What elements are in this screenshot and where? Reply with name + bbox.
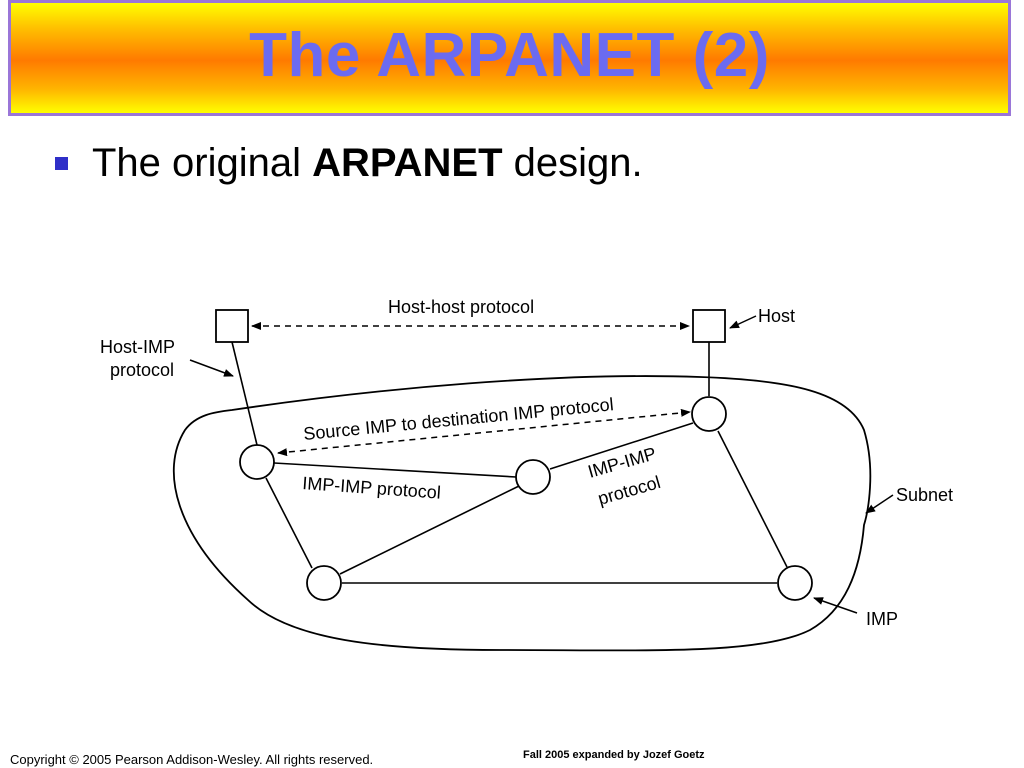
label-subnet: Subnet xyxy=(896,485,953,505)
title-banner: The ARPANET (2) xyxy=(8,0,1011,116)
label-imp: IMP xyxy=(866,609,898,629)
host-right xyxy=(692,309,726,343)
subnet-pointer-arrow xyxy=(865,494,894,514)
imp-bottom-left xyxy=(306,565,342,601)
host-left xyxy=(215,309,249,343)
subnet-boundary xyxy=(172,375,872,652)
bullet-text-suffix: design. xyxy=(502,140,643,185)
link-imp-left-to-center xyxy=(273,462,517,478)
imp-top-right xyxy=(691,396,727,432)
credit-footer: Fall 2005 expanded by Jozef Goetz xyxy=(523,749,705,761)
imp-center xyxy=(515,459,551,495)
host-pointer-arrow xyxy=(729,315,757,329)
link-imp-topright-to-bottomright xyxy=(717,430,788,568)
label-source-dest-imp-protocol: Source IMP to destination IMP protocol xyxy=(302,394,614,444)
slide-title: The ARPANET (2) xyxy=(249,21,770,90)
imp-bottom-right xyxy=(777,565,813,601)
bullet-text-prefix: The original xyxy=(92,140,313,185)
bullet-square-icon xyxy=(55,156,68,170)
link-imp-left-to-bottomleft xyxy=(265,477,313,569)
bullet-item: The original ARPANET design. xyxy=(55,133,643,193)
link-imp-center-to-bottomleft xyxy=(339,485,520,575)
imp-left xyxy=(239,444,275,480)
imp-pointer-arrow xyxy=(813,597,858,614)
copyright-footer: Copyright © 2005 Pearson Addison-Wesley.… xyxy=(10,752,374,767)
host-imp-protocol-pointer-arrow xyxy=(189,359,234,377)
label-imp-imp-protocol: IMP-IMP protocol xyxy=(302,473,442,503)
link-left-host-to-imp xyxy=(231,341,258,446)
label-host-imp-protocol-line1: Host-IMP xyxy=(100,337,175,357)
label-host-host-protocol: Host-host protocol xyxy=(388,297,534,317)
bullet-text-emphasis: ARPANET xyxy=(312,140,503,185)
label-host-imp-protocol-line2: protocol xyxy=(110,360,174,380)
source-dest-imp-protocol-arrow xyxy=(277,408,691,457)
label-host: Host xyxy=(758,306,795,326)
